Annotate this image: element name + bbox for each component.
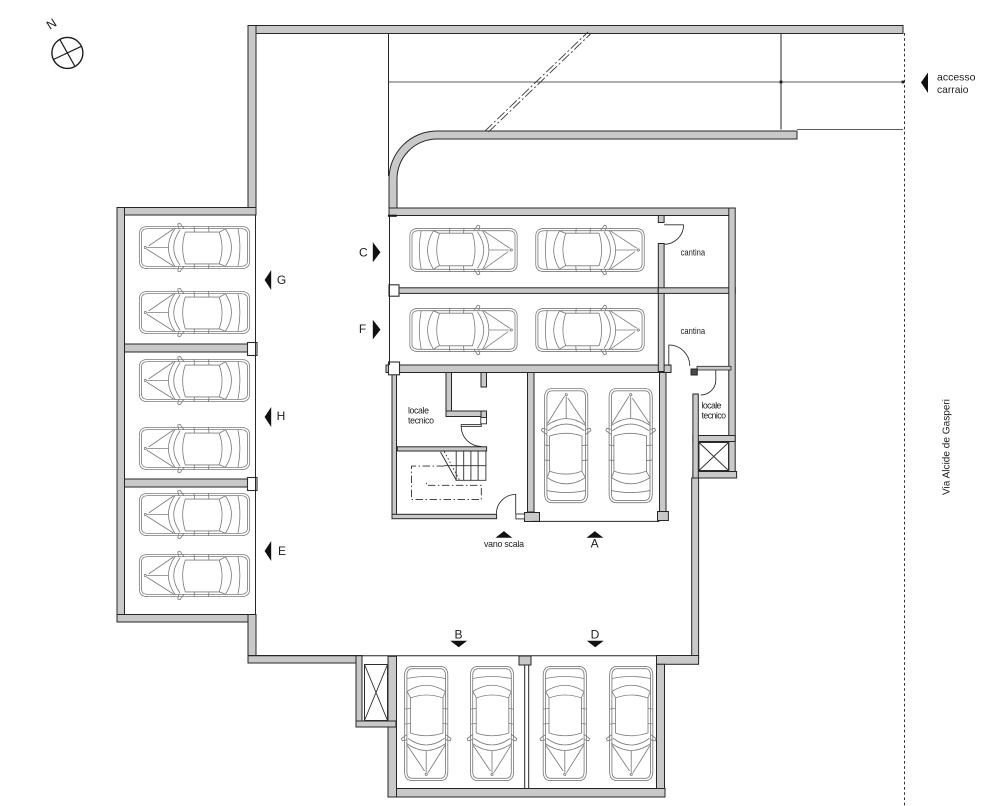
svg-text:carraio: carraio xyxy=(937,84,969,96)
svg-text:cantina: cantina xyxy=(681,326,706,336)
svg-text:F: F xyxy=(359,322,366,336)
svg-text:E: E xyxy=(278,544,286,558)
svg-text:A: A xyxy=(591,536,599,550)
svg-text:G: G xyxy=(277,273,286,287)
svg-text:tecnico: tecnico xyxy=(702,411,727,421)
svg-text:cantina: cantina xyxy=(681,247,706,257)
svg-text:vano scala: vano scala xyxy=(484,539,524,549)
svg-text:accesso: accesso xyxy=(937,72,976,84)
svg-text:C: C xyxy=(359,246,368,260)
svg-text:locale: locale xyxy=(408,406,429,416)
svg-text:D: D xyxy=(591,627,600,641)
svg-text:B: B xyxy=(454,627,462,641)
svg-text:H: H xyxy=(277,409,286,423)
svg-text:locale: locale xyxy=(702,401,722,411)
svg-text:Via Alcide de Gasperi: Via Alcide de Gasperi xyxy=(941,399,953,495)
svg-text:tecnico: tecnico xyxy=(408,416,434,426)
